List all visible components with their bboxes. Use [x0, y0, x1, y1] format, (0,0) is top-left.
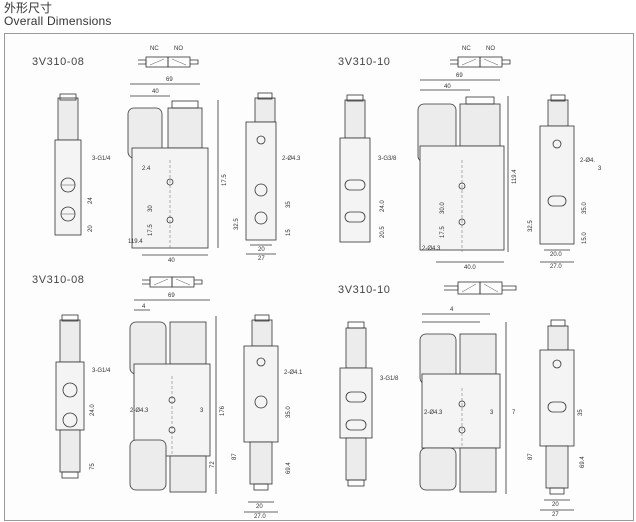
diagram-3v310-10-bottom: 3V310-10 3-G1/8 4: [338, 281, 586, 518]
dim-text: 32.5: [234, 218, 240, 230]
model-label: 3V310-10: [338, 284, 391, 296]
side-view: [54, 93, 82, 236]
diagram-3v310-08-top: 3V310-08 NC NO 3-G1/4 24 20 69 40: [32, 46, 301, 264]
end-view: 2-Ø4.3 35 32.5 15 20 27: [234, 92, 301, 262]
model-label: 3V310-08: [32, 56, 85, 68]
model-label: 3V310-08: [32, 274, 85, 286]
valve-symbol: [142, 276, 203, 288]
dim-text: 35: [286, 201, 292, 208]
dim-text: 20: [258, 247, 265, 253]
dim-text: 30.0: [440, 202, 446, 214]
dim-text: 20: [88, 225, 94, 232]
side-view: [55, 314, 85, 479]
dim-text: 69.4: [580, 456, 586, 468]
mount-hole: 2-Ø4.3: [282, 156, 301, 162]
dim-text: 87: [528, 453, 534, 460]
diagram-3v310-10-top: 3V310-10 NC NO 3-G3/8 24.0 20.5 69 40: [338, 46, 602, 271]
dim-text: 27: [552, 512, 559, 518]
dim-text: 4: [450, 307, 454, 313]
mount-hole: 2-Ø4.1: [284, 370, 303, 376]
dim-text: 20.5: [380, 226, 386, 238]
symbol-nc: NC: [462, 46, 471, 52]
side-view: [339, 94, 371, 243]
dim-text: 69.4: [286, 462, 292, 474]
dim-text: 17.5: [440, 226, 446, 238]
dim-text: 3: [490, 410, 494, 416]
heading-chinese: 外形尺寸: [4, 1, 53, 15]
valve-symbol: NC NO: [450, 46, 511, 68]
dim-text: 27.0: [550, 264, 562, 270]
dim-text: 2.4: [142, 166, 151, 172]
front-view: 4 2-Ø4.3 3 7: [419, 307, 516, 494]
dim-text: 27.0: [254, 514, 266, 520]
page-heading: 外形尺寸 Overall Dimensions: [4, 2, 112, 28]
symbol-no: NO: [174, 46, 183, 52]
dim-text: 20: [256, 504, 263, 510]
mount-hole: 2-Ø4.: [580, 158, 595, 164]
side-view: [339, 321, 373, 487]
dim-text: 35: [578, 409, 584, 416]
port-size: 3-G1/8: [380, 376, 399, 382]
dim-text: 20.0: [550, 252, 562, 258]
dim-text: 75: [90, 463, 96, 470]
mount-hole: 2-Ø4.3: [130, 408, 149, 414]
symbol-nc: NC: [150, 46, 159, 52]
dim-text: 119.4: [512, 169, 518, 184]
dim-text: 40.0: [464, 265, 476, 271]
front-view: 69 40 119.4 30.0 17.5 2-Ø4.3 40.0: [417, 73, 518, 271]
port-size: 3-G1/4: [92, 156, 111, 162]
dim-text: 27: [258, 256, 265, 262]
dim-text: 40: [444, 84, 451, 90]
dim-text: 176: [220, 405, 226, 416]
symbol-no: NO: [486, 46, 495, 52]
dim-text: 32.5: [528, 220, 534, 232]
dim-text: 17.5: [222, 174, 228, 186]
dim-text: 3: [200, 408, 204, 414]
dim-text: 15: [286, 229, 292, 236]
dim-text: 69: [456, 73, 463, 79]
valve-symbol: NC NO: [138, 46, 199, 68]
dim-text: 87: [232, 453, 238, 460]
port-size: 3-G1/4: [92, 368, 111, 374]
dim-text: 4: [142, 304, 146, 310]
dim-text: 15.0: [582, 232, 588, 244]
end-view: 2-Ø4. 3 35.0 32.5 15.0 20.0 27.0: [528, 94, 602, 270]
end-view: 35 87 69.4 20 27: [528, 319, 586, 518]
dim-text: 7: [512, 410, 516, 416]
dim-text: 35.0: [286, 406, 292, 418]
dim-text: 24: [88, 197, 94, 204]
mount-hole: 2-Ø4.3: [422, 246, 441, 252]
dim-text: 24.0: [90, 404, 96, 416]
port-size: 3-G3/8: [378, 156, 397, 162]
dimensions-panel: [4, 33, 634, 521]
dim-text: 24.0: [380, 200, 386, 212]
front-view: 69 40 17.5 2.4 30 17.5 119.4 40: [127, 77, 228, 264]
dim-text: 72: [210, 461, 216, 468]
heading-english: Overall Dimensions: [4, 14, 112, 28]
dim-text: 35.0: [582, 202, 588, 214]
dim-text: 69: [166, 77, 173, 83]
dim-text: 17.5: [148, 224, 154, 236]
dim-text: 69: [168, 293, 175, 299]
front-view: 69 4 2-Ø4.3 3 176 72: [129, 293, 226, 494]
mount-hole: 119.4: [128, 239, 143, 245]
end-view: 2-Ø4.1 35.0 87 69.4 20 27.0: [232, 314, 303, 520]
dim-text: 40: [168, 258, 175, 264]
dim-text: 30: [148, 205, 154, 212]
valve-symbol: [444, 281, 517, 295]
dim-text: 20: [552, 502, 559, 508]
dim-text: 3: [598, 166, 602, 172]
diagram-3v310-08-bottom: 3V310-08 3-G1/4 24.0 75 69 4: [32, 274, 303, 520]
model-label: 3V310-10: [338, 56, 391, 68]
mount-hole: 2-Ø4.3: [424, 410, 443, 416]
dim-text: 40: [152, 89, 159, 95]
